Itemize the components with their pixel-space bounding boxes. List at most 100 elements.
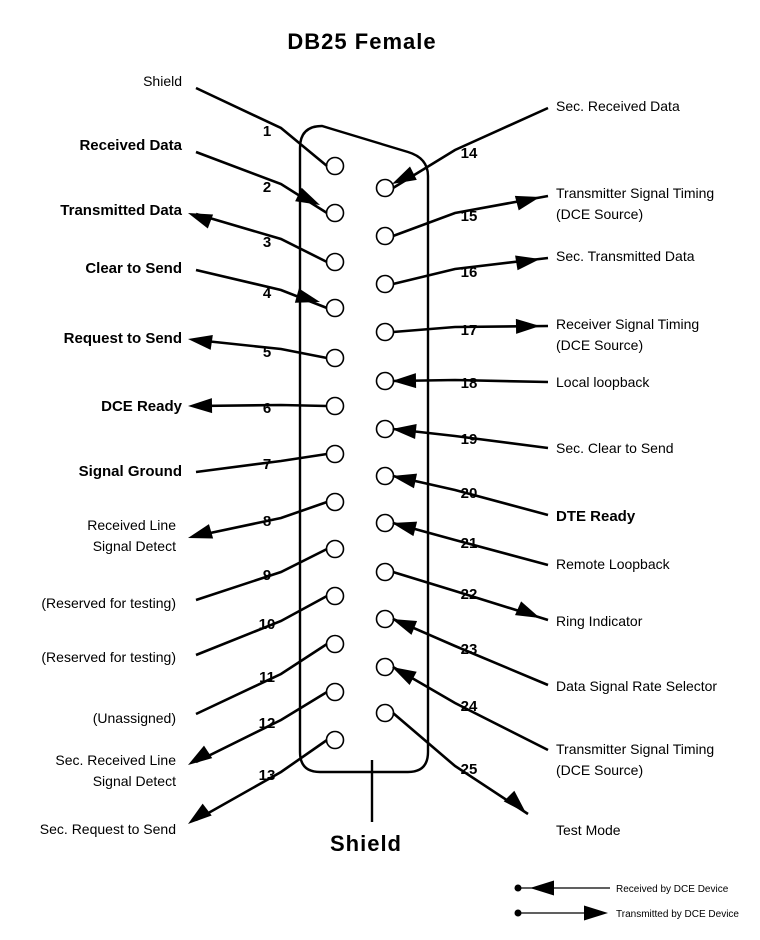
pin-17-label-line1: Receiver Signal Timing [556, 316, 699, 332]
pin-25-label: Test Mode [556, 822, 621, 838]
pin-20-label: DTE Ready [556, 508, 636, 525]
pin-12-circle [325, 682, 345, 702]
connector-body [298, 124, 430, 822]
pin-24-wire [392, 665, 549, 752]
pin-1-wire [195, 86, 328, 168]
pin-12-label-line1: Sec. Received Line [55, 752, 176, 768]
pin-6-number: 6 [263, 400, 271, 417]
pin-20-circle [375, 466, 395, 486]
shield-bottom-label: Shield [330, 831, 402, 856]
pin-16-number: 16 [461, 264, 478, 281]
pin-2-arrow [295, 187, 320, 205]
pin-19-arrow [392, 424, 417, 439]
pin-20-arrow [392, 473, 418, 489]
pin-14-label: Sec. Received Data [556, 98, 680, 114]
pin-24-circle [375, 657, 395, 677]
pin-16-circle [375, 274, 395, 294]
legend-received-label: Received by DCE Device [616, 884, 729, 895]
pin-20-number: 20 [461, 485, 478, 502]
pin-24-number: 24 [461, 698, 478, 715]
pin-6-arrow [188, 398, 213, 414]
pin-7-wire [195, 452, 328, 474]
pin-21-label: Remote Loopback [556, 556, 671, 572]
pin-21-circle [375, 513, 395, 533]
pin-6-label: DCE Ready [101, 398, 183, 415]
pin-19-circle [375, 419, 395, 439]
pin-7-number: 7 [263, 456, 271, 473]
pin-10-number: 10 [259, 616, 276, 633]
pin-3-circle [325, 252, 345, 272]
pin-3-number: 3 [263, 234, 271, 251]
pin-22-number: 22 [461, 586, 478, 603]
legend: Received by DCE Device Transmitted by DC… [514, 880, 739, 921]
pin-4-arrow [294, 288, 320, 303]
pin-16-label: Sec. Transmitted Data [556, 248, 695, 264]
pin-25-circle [375, 703, 395, 723]
pin-12-number: 12 [259, 715, 276, 732]
pin-1-label: Shield [143, 73, 182, 89]
pin-17-arrow [515, 318, 540, 334]
pin-16-arrow [515, 255, 540, 271]
pin-9-circle [325, 539, 345, 559]
legend-transmitted-arrow [584, 905, 608, 921]
pin-17-label-line2: (DCE Source) [556, 337, 643, 353]
legend-received-arrow [530, 880, 554, 896]
pin-10-label: (Reserved for testing) [41, 649, 176, 665]
pin-2-circle [325, 203, 345, 223]
pin-12-arrow [188, 745, 213, 765]
pin-18-number: 18 [461, 375, 478, 392]
pin-15-circle [375, 226, 395, 246]
pin-15-number: 15 [461, 208, 478, 225]
pin-3-wire [195, 212, 328, 264]
pin-8-number: 8 [263, 513, 271, 530]
pin-19-number: 19 [461, 431, 478, 448]
pin-19-label: Sec. Clear to Send [556, 440, 674, 456]
pin-23-label: Data Signal Rate Selector [556, 678, 717, 694]
pin-4-label: Clear to Send [85, 260, 182, 277]
pin-23-number: 23 [461, 641, 478, 658]
pin-17-number: 17 [461, 322, 478, 339]
pin-9-label: (Reserved for testing) [41, 595, 176, 611]
pin-14-arrow [392, 166, 417, 184]
pin-1-circle [325, 156, 345, 176]
pin-14-number: 14 [461, 145, 478, 162]
pin-7-label: Signal Ground [79, 463, 182, 480]
pin-10-wire [195, 594, 328, 657]
pin-8-circle [325, 492, 345, 512]
pin-22-arrow [515, 601, 540, 618]
pin-3-label: Transmitted Data [60, 202, 182, 219]
legend-transmitted-label: Transmitted by DCE Device [616, 909, 739, 920]
pin-13-arrow [188, 803, 212, 824]
pin-11-label: (Unassigned) [93, 710, 176, 726]
pin-6-wire [195, 403, 328, 408]
pin-5-arrow [188, 335, 213, 350]
pin-4-number: 4 [263, 285, 272, 302]
pin-17-circle [375, 322, 395, 342]
pin-22-label: Ring Indicator [556, 613, 643, 629]
pin-18-circle [375, 371, 395, 391]
pin-5-circle [325, 348, 345, 368]
pin-24-arrow [392, 667, 417, 685]
pin-5-label: Request to Send [64, 330, 182, 347]
pin-11-circle [325, 634, 345, 654]
diagram-title: DB25 Female [287, 29, 436, 54]
pin-25-wire [392, 712, 529, 816]
pin-14-circle [375, 178, 395, 198]
pin-21-number: 21 [461, 535, 478, 552]
pin-5-number: 5 [263, 344, 271, 361]
connector-outline [298, 124, 430, 774]
pin-2-wire [195, 150, 328, 215]
pin-11-wire [195, 642, 328, 716]
pin-24-label-line1: Transmitter Signal Timing [556, 741, 714, 757]
pin-3-arrow [188, 213, 214, 229]
pin-13-label: Sec. Request to Send [40, 821, 176, 837]
pin-23-arrow [392, 619, 418, 635]
pin-22-wire [392, 570, 549, 622]
pin-13-wire [195, 738, 328, 822]
pin-24-label-line2: (DCE Source) [556, 762, 643, 778]
pin-4-circle [325, 298, 345, 318]
pin-13-circle [325, 730, 345, 750]
pin-18-arrow [392, 373, 417, 389]
pin-10-circle [325, 586, 345, 606]
